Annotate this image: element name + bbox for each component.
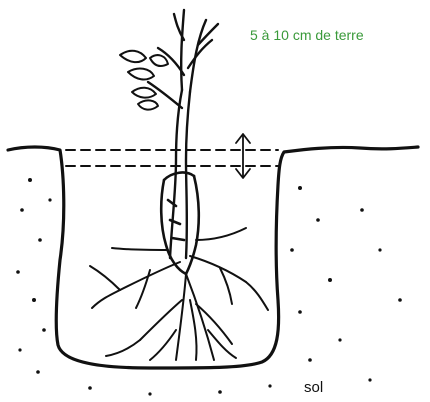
leaves-icon: [120, 51, 168, 110]
root-crown-icon: [161, 173, 199, 274]
soil-label: sol: [304, 379, 323, 396]
soil-depth-label: 5 à 10 cm de terre: [250, 27, 364, 43]
soil-dots: [16, 178, 402, 396]
roots-icon: [90, 228, 268, 360]
stem-icon: [148, 10, 218, 258]
depth-arrow-icon: [236, 134, 250, 178]
